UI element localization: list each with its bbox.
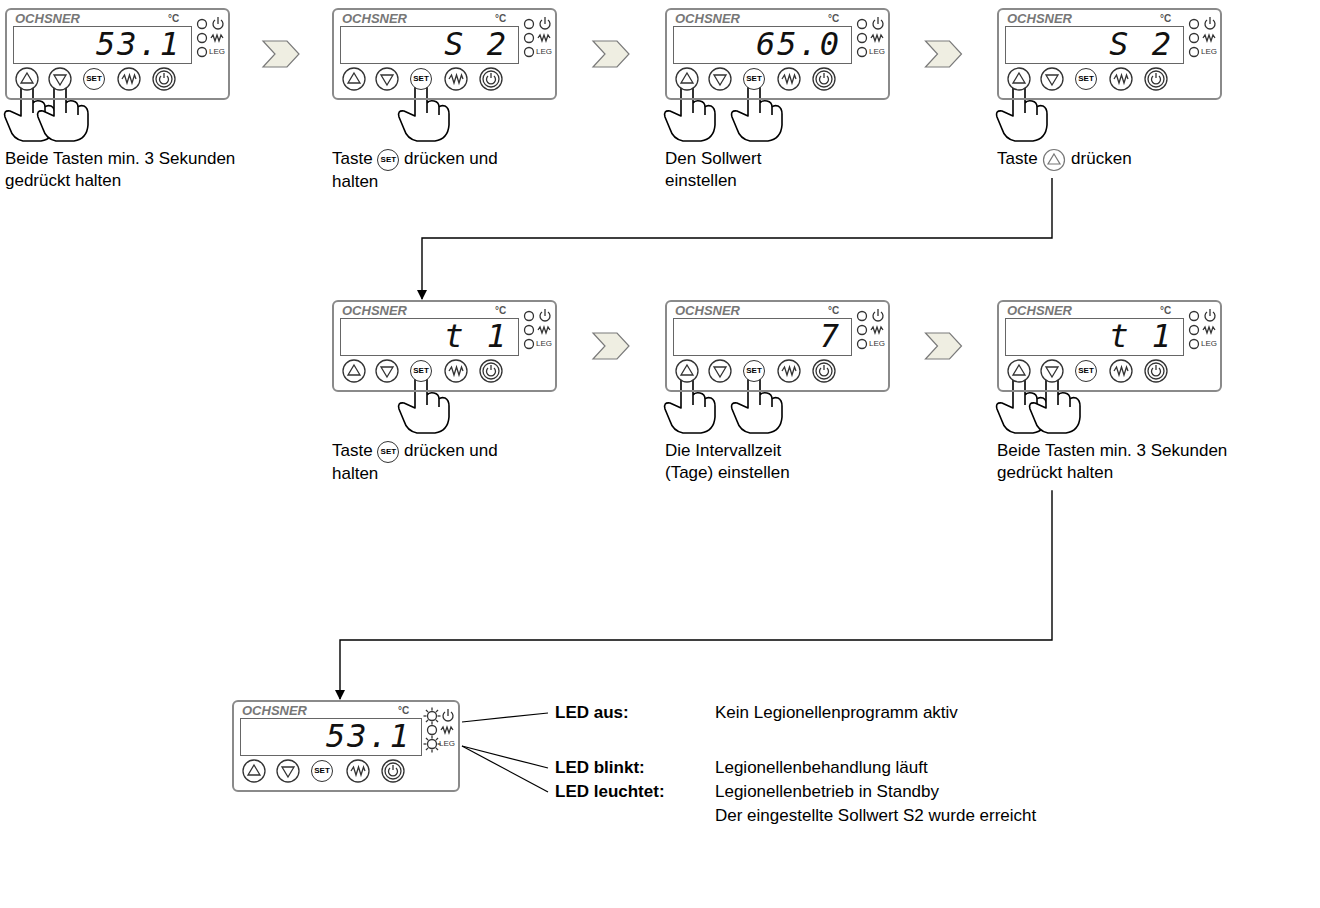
step-caption: Taste SET drücken und halten <box>332 148 522 193</box>
brand-name: OCHSNER <box>15 11 80 26</box>
brand-name: OCHSNER <box>1007 303 1072 318</box>
set-button: SET <box>1075 360 1097 382</box>
controller-panel-step: OCHSNER °C 53.1SET LEG <box>232 700 460 792</box>
leader-line <box>462 713 548 722</box>
led-label: LEG <box>1201 339 1217 348</box>
unit-label: °C <box>495 13 506 24</box>
led-state-label: LED leuchtet: <box>555 782 665 802</box>
display-window: 7 <box>673 318 852 356</box>
controller-panel-step: OCHSNER °C S 2 SET LEG Taste drücken <box>997 8 1222 172</box>
unit-label: °C <box>1160 13 1171 24</box>
caption-text: Den Sollwert einstellen <box>665 149 761 190</box>
set-button: SET <box>743 68 765 90</box>
led-state-text: Legionellenbehandlung läuft <box>715 758 928 778</box>
display-window: t 1 <box>340 318 519 356</box>
controller-panel-step: OCHSNER °C 7SET LEG Die Intervallzeit (Tage)… <box>665 300 890 484</box>
set-button: SET <box>1075 68 1097 90</box>
unit-label: °C <box>828 13 839 24</box>
flow-connector <box>340 490 1052 699</box>
caption-text: drücken <box>1071 149 1131 168</box>
flow-chevron <box>593 41 629 67</box>
panel-housing: OCHSNER °C 53.1SET LEG <box>5 8 230 100</box>
step-caption: Beide Tasten min. 3 Sekunden gedrückt ha… <box>997 440 1242 484</box>
panel-housing: OCHSNER °C t 1 SET LEG <box>332 300 557 392</box>
step-caption: Den Sollwert einstellen <box>665 148 815 192</box>
brand-name: OCHSNER <box>242 703 307 718</box>
caption-text: Taste <box>332 149 373 168</box>
caption-text: Die Intervallzeit (Tage) einstellen <box>665 441 790 482</box>
panel-housing: OCHSNER °C t 1 SET LEG <box>997 300 1222 392</box>
display-value: 7 <box>820 319 851 353</box>
flow-chevron <box>926 333 962 359</box>
led-label: LEG <box>536 47 552 56</box>
display-value: 53.1 <box>96 27 191 61</box>
display-window: 53.1 <box>13 26 192 64</box>
brand-name: OCHSNER <box>342 11 407 26</box>
controller-panel-step: OCHSNER°C53.1SETLEGBeide Tasten min. 3 S… <box>5 8 230 192</box>
display-value: 65.0 <box>756 27 851 61</box>
led-state-label: LED aus: <box>555 703 629 723</box>
flow-chevron <box>593 333 629 359</box>
unit-label: °C <box>828 305 839 316</box>
unit-label: °C <box>495 305 506 316</box>
led-state-text: Legionellenbetrieb in Standby <box>715 782 939 802</box>
display-window: 53.1 <box>240 718 422 756</box>
display-value: t 1 <box>1109 319 1183 353</box>
led-label: LEG <box>536 339 552 348</box>
led-label: LEG <box>439 739 455 748</box>
panel-housing: OCHSNER °C 53.1SET LEG <box>232 700 460 792</box>
led-state-text: Der eingestellte Sollwert S2 wurde errei… <box>715 806 1036 826</box>
panel-housing: OCHSNER °C 7SET LEG <box>665 300 890 392</box>
flow-chevron <box>263 41 299 67</box>
led-state-label: LED blinkt: <box>555 758 645 778</box>
display-value: t 1 <box>444 319 518 353</box>
step-caption: Taste drücken <box>997 148 1197 172</box>
panel-housing: OCHSNER °C S 2 SET LEG <box>332 8 557 100</box>
flow-connector <box>422 178 1052 299</box>
led-label: LEG <box>209 47 225 56</box>
led-label: LEG <box>869 339 885 348</box>
unit-label: °C <box>398 705 409 716</box>
led-label: LEG <box>1201 47 1217 56</box>
set-button: SET <box>410 360 432 382</box>
display-value: S 2 <box>444 27 518 61</box>
display-window: S 2 <box>340 26 519 64</box>
set-button: SET <box>311 760 333 782</box>
flow-chevron <box>926 41 962 67</box>
set-button-icon: SET <box>377 149 399 171</box>
display-value: S 2 <box>1109 27 1183 61</box>
caption-text: Beide Tasten min. 3 Sekunden gedrückt ha… <box>5 149 235 190</box>
controller-panel-step: OCHSNER °C 65.0SET LEG Den Sollwert einstell… <box>665 8 890 192</box>
display-window: 65.0 <box>673 26 852 64</box>
panel-housing: OCHSNER °C 65.0SET LEG <box>665 8 890 100</box>
caption-text: Taste <box>997 149 1038 168</box>
display-window: S 2 <box>1005 26 1184 64</box>
leader-line <box>462 746 548 792</box>
controller-panel-step: OCHSNER °C S 2 SET LEG Taste SET drücken und … <box>332 8 557 193</box>
panel-housing: OCHSNER °C S 2 SET LEG <box>997 8 1222 100</box>
brand-name: OCHSNER <box>675 11 740 26</box>
set-button: SET <box>410 68 432 90</box>
brand-name: OCHSNER <box>1007 11 1072 26</box>
unit-label: °C <box>168 13 179 24</box>
step-caption: Beide Tasten min. 3 Sekunden gedrückt ha… <box>5 148 285 192</box>
up-button-icon <box>1042 148 1066 172</box>
brand-name: OCHSNER <box>342 303 407 318</box>
display-window: t 1 <box>1005 318 1184 356</box>
led-state-text: Kein Legionellenprogramm aktiv <box>715 703 958 723</box>
set-button-icon: SET <box>377 441 399 463</box>
controller-panel-step: OCHSNER °C t 1 SET LEG Taste SET drücken und … <box>332 300 557 485</box>
caption-text: Beide Tasten min. 3 Sekunden gedrückt ha… <box>997 441 1227 482</box>
led-label: LEG <box>869 47 885 56</box>
step-caption: Die Intervallzeit (Tage) einstellen <box>665 440 830 484</box>
step-caption: Taste SET drücken und halten <box>332 440 547 485</box>
set-button: SET <box>83 68 105 90</box>
set-button: SET <box>743 360 765 382</box>
brand-name: OCHSNER <box>675 303 740 318</box>
leader-line <box>462 746 548 768</box>
unit-label: °C <box>1160 305 1171 316</box>
display-value: 53.1 <box>326 719 421 753</box>
controller-panel-step: OCHSNER°Ct 1SETLEGBeide Tasten min. 3 Se… <box>997 300 1222 484</box>
caption-text: Taste <box>332 441 373 460</box>
